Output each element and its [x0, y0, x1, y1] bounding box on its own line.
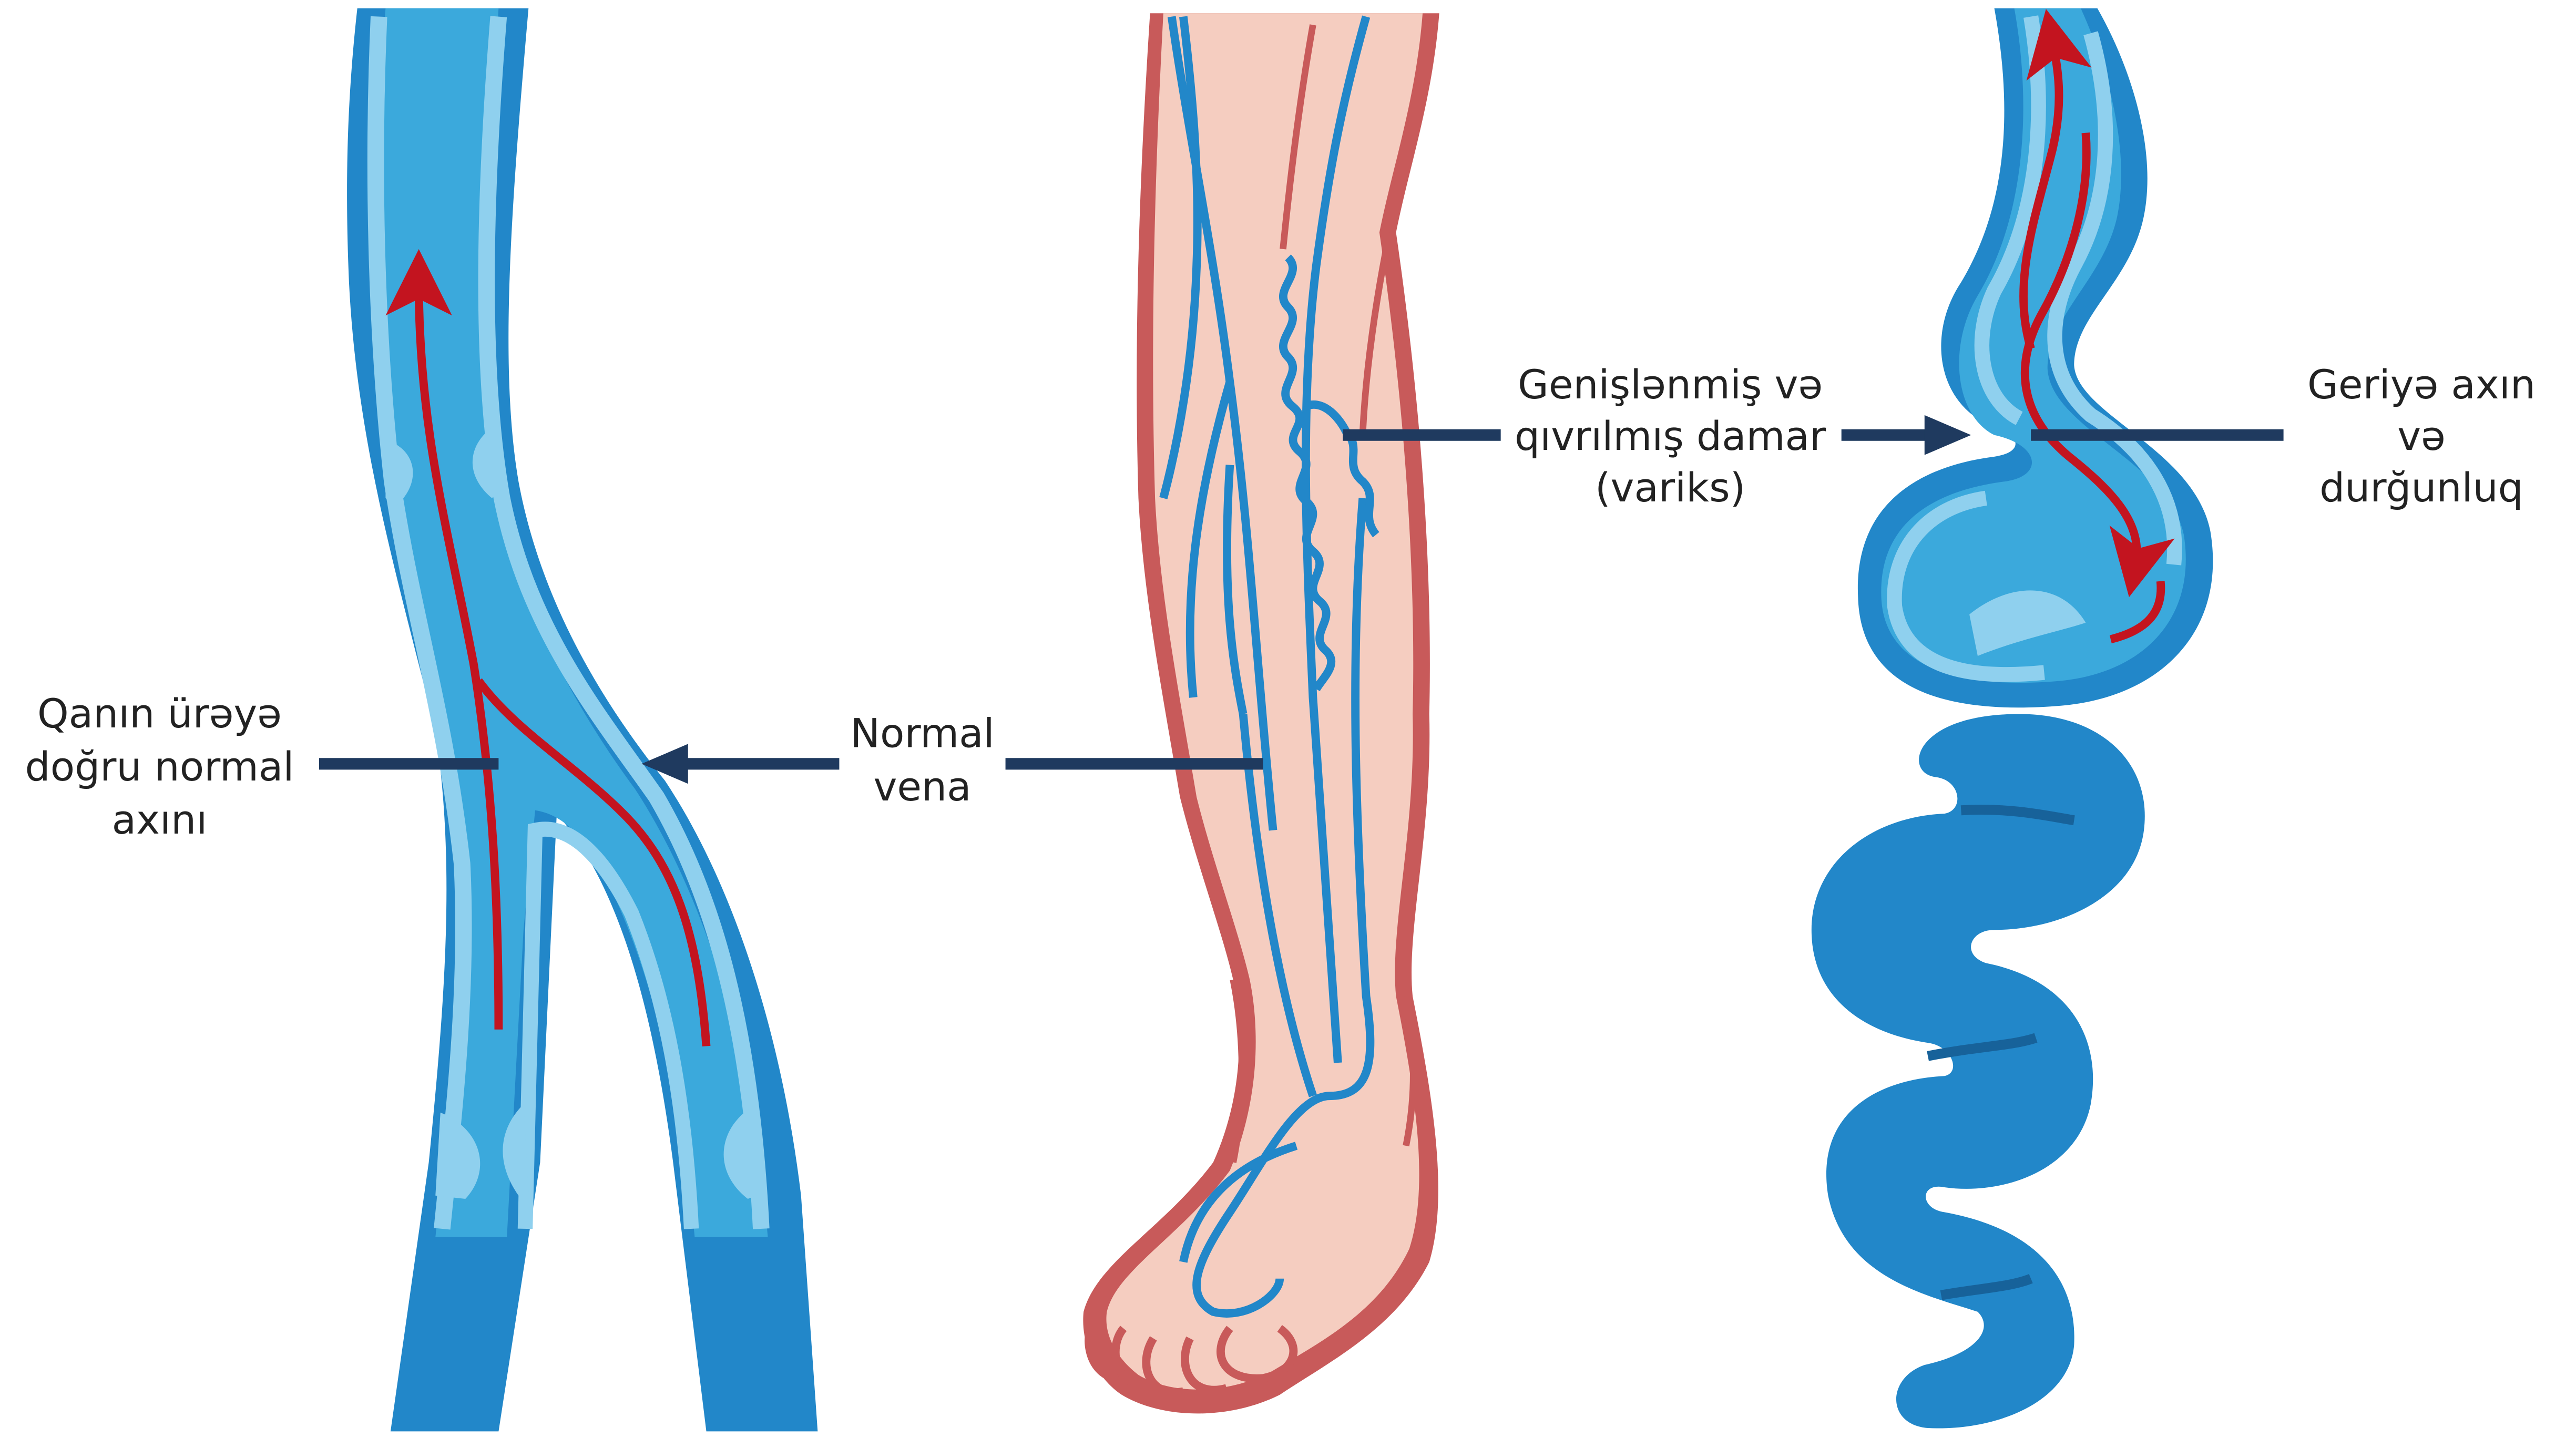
varicose-squiggle [1279, 254, 1336, 692]
valve-bottom-left [435, 1112, 481, 1199]
label-normal-vein-line-2: vena [873, 764, 971, 810]
label-varicose-vein: Genişlənmiş və qıvrılmış damar (variks) [1515, 362, 1826, 511]
leg-contour-3 [1230, 979, 1245, 1163]
label-normal-flow-line-2: doğru normal [25, 744, 294, 790]
backflow-arrow-bottom [2109, 580, 2165, 644]
toe-4 [1181, 1336, 1228, 1394]
vein-highlight-fork [517, 821, 699, 1229]
vein-highlight-right [478, 16, 770, 1229]
valve-bottom-mid [503, 1104, 529, 1196]
toe-3 [1142, 1336, 1184, 1397]
varicose-vein-illustration [1811, 8, 2213, 1429]
label-backflow-line-2: və [2397, 413, 2446, 459]
normal-vein-illustration [347, 8, 818, 1432]
big-toe [1217, 1325, 1298, 1383]
label-backflow-line-3: durğunluq [2319, 465, 2523, 511]
leader-lines [319, 415, 2284, 784]
leg-illustration [1083, 13, 1439, 1414]
varicose-branch [1303, 400, 1379, 538]
main-vein-inner [376, 8, 768, 1237]
coil-lower [1811, 714, 2145, 1429]
backflow-arrow-down [2020, 132, 2175, 598]
label-normal-vein: Normal vena [850, 711, 994, 810]
arrowhead-normal-vein [641, 744, 688, 784]
flow-arrow-main [385, 249, 503, 1030]
toe-1 [1085, 1311, 1118, 1383]
leg-vein-7 [1239, 713, 1317, 1097]
label-normal-flow: Qanın ürəyə doğru normal axını [25, 691, 294, 843]
leg-contour-1 [1280, 24, 1316, 250]
flow-arrow-branch [475, 678, 711, 1046]
leg-contour-2 [1359, 232, 1393, 432]
varicose-highlight-3 [1887, 490, 2045, 682]
coil-groove-1 [1960, 805, 2075, 826]
vein-highlight-left [367, 16, 472, 1230]
valve-bottom-right [723, 1104, 765, 1199]
varicose-valve [1969, 590, 2086, 656]
toe-2 [1111, 1326, 1148, 1389]
coil-groove-2 [1927, 1033, 2038, 1061]
leg-vein-1 [1159, 16, 1202, 499]
leg-contour-4 [1401, 995, 1417, 1147]
backflow-arrow-up [2019, 9, 2092, 350]
leg-vein-4 [1223, 465, 1248, 715]
leg-vein-8 [1179, 1142, 1298, 1263]
label-varicose-line-1: Genişlənmiş və [1518, 362, 1823, 408]
varicose-highlight-1 [1974, 15, 2046, 425]
label-varicose-line-2: qıvrılmış damar [1515, 413, 1826, 459]
label-backflow-line-1: Geriyə axın [2307, 362, 2536, 408]
leg-vein-3 [1185, 381, 1234, 698]
varicose-highlight-2 [2047, 31, 2182, 566]
leg-vein-6 [1192, 498, 1375, 1318]
valve-top [385, 440, 413, 507]
label-normal-flow-line-1: Qanın ürəyə [37, 691, 282, 737]
label-backflow: Geriyə axın və durğunluq [2307, 362, 2536, 511]
valve-top-right [472, 423, 502, 498]
label-normal-vein-line-1: Normal [850, 711, 994, 757]
arrowhead-varicose [1924, 415, 1971, 455]
label-normal-flow-line-3: axını [112, 797, 208, 843]
label-varicose-line-3: (variks) [1595, 465, 1745, 511]
coil-groove-3 [1940, 1273, 2033, 1300]
